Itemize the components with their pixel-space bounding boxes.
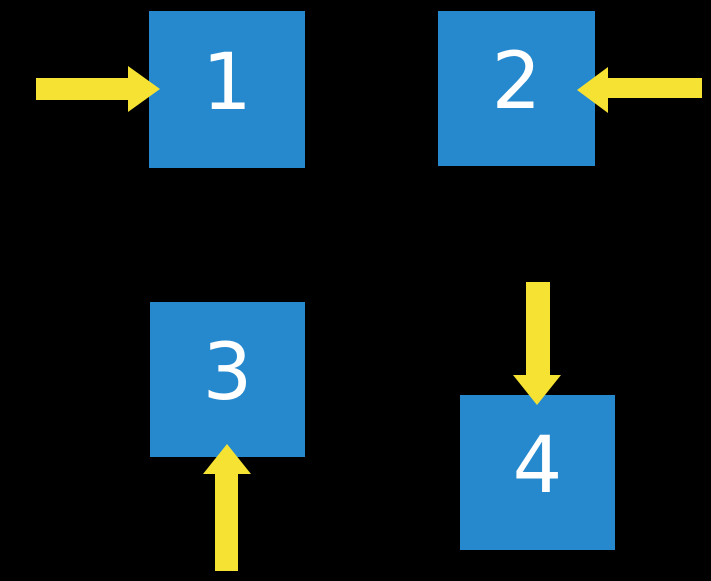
arrow-head <box>513 375 561 405</box>
arrow-shaft <box>607 78 702 98</box>
square-2: 2 <box>438 11 595 166</box>
square-1: 1 <box>149 11 305 168</box>
arrow-head <box>128 66 160 112</box>
up-arrow-icon <box>203 444 251 571</box>
square-3: 3 <box>150 302 305 457</box>
square-1-label: 1 <box>202 37 252 128</box>
arrow-shaft <box>36 78 129 100</box>
left-arrow-icon <box>577 67 702 113</box>
right-arrow-icon <box>36 66 160 112</box>
arrow-head <box>577 67 608 113</box>
arrow-shaft <box>525 282 550 376</box>
square-3-label: 3 <box>202 327 253 418</box>
arrow-shaft <box>215 473 238 571</box>
arrow-head <box>203 444 251 474</box>
square-4-label: 4 <box>512 420 563 511</box>
square-4: 4 <box>460 395 615 550</box>
square-2-label: 2 <box>491 36 542 127</box>
down-arrow-icon <box>513 282 562 405</box>
